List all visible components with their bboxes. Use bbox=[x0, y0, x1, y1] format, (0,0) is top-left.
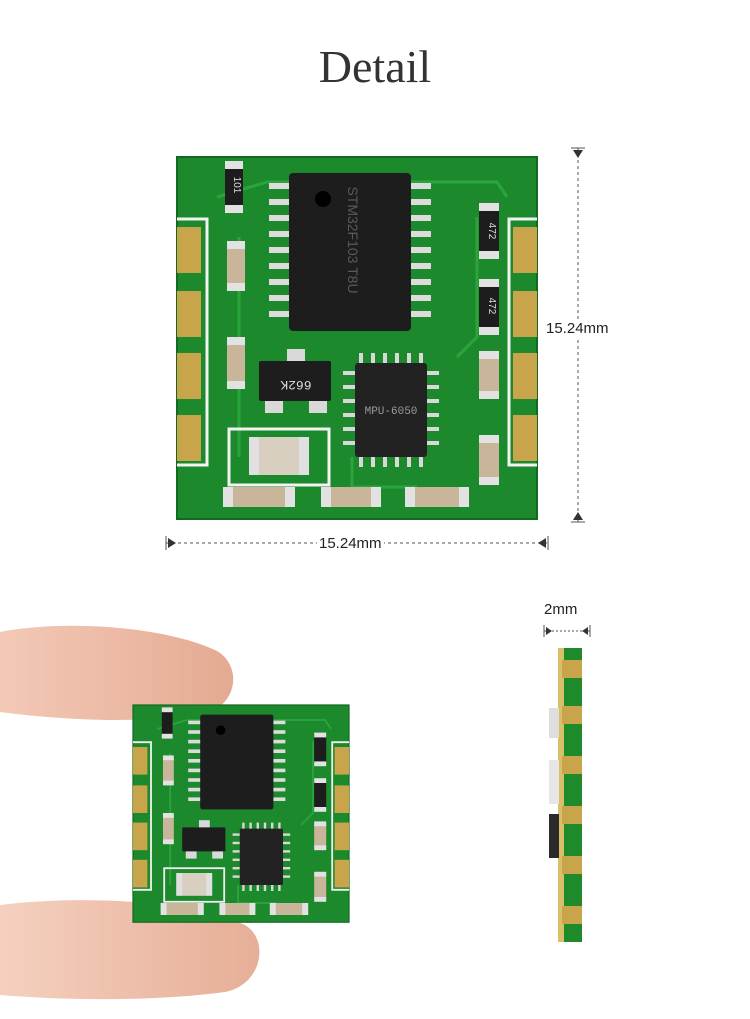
thickness-dimension-line bbox=[543, 625, 591, 637]
page-title: Detail bbox=[318, 41, 432, 92]
height-dimension-label: 15.24mm bbox=[544, 320, 611, 337]
width-dimension-line bbox=[165, 536, 549, 550]
regulator-marking: 662K bbox=[280, 377, 311, 392]
main-ic-marking: STM32F103 T8U bbox=[345, 186, 361, 293]
pcb-held-view bbox=[132, 704, 350, 924]
pcb-side-view bbox=[549, 648, 582, 942]
resistor-472-b-marking: 472 bbox=[486, 298, 497, 315]
hand-fingers bbox=[0, 625, 260, 1000]
resistor-101-marking: 101 bbox=[231, 177, 242, 194]
thickness-dimension-label: 2mm bbox=[542, 601, 580, 618]
imu-marking: MPU-6050 bbox=[365, 406, 418, 418]
resistor-472-a-marking: 472 bbox=[486, 223, 497, 240]
width-dimension-label: 15.24mm bbox=[317, 535, 384, 552]
